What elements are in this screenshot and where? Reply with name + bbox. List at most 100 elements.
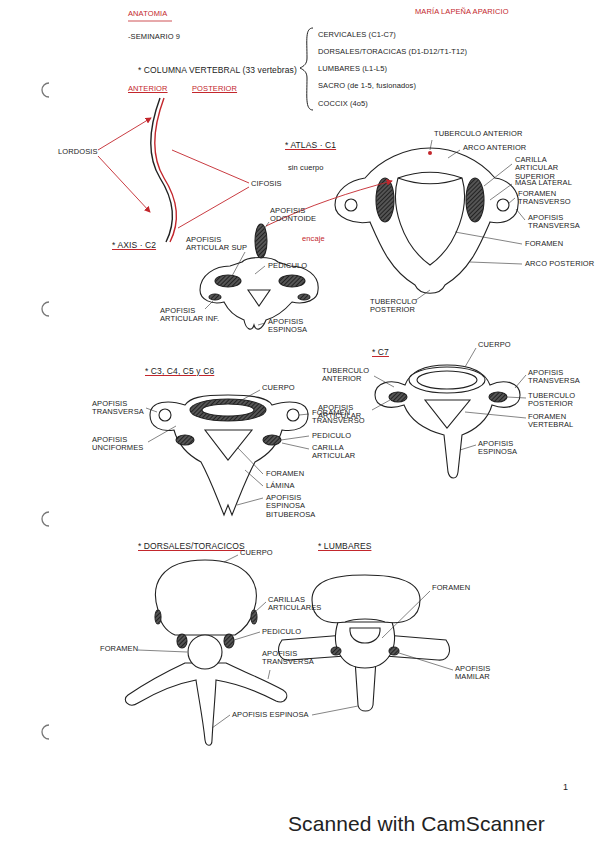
drawing-stroke xyxy=(263,435,281,445)
part-label: ARCO POSTERIOR xyxy=(525,260,594,268)
drawing-stroke xyxy=(300,28,313,110)
drawing-stroke xyxy=(258,323,265,325)
part-label: APOFISIS ARTICULAR SUP xyxy=(186,236,248,253)
part-label: CUERPO xyxy=(240,549,273,557)
drawing-stroke xyxy=(215,275,241,287)
drawing-stroke xyxy=(146,408,157,412)
drawing-stroke xyxy=(224,634,234,648)
section-heading: * C7 xyxy=(372,348,389,358)
page-number: 1 xyxy=(563,782,568,792)
part-label: POSTERIOR xyxy=(192,85,237,93)
part-label: TUBERCULO ANTERIOR xyxy=(322,367,374,384)
drawing-stroke xyxy=(335,148,518,293)
section-heading: * LUMBARES xyxy=(318,542,371,552)
drawing-stroke xyxy=(138,650,187,652)
page-title: ANATOMIA xyxy=(128,10,167,18)
drawing-stroke xyxy=(240,390,260,401)
section-heading: * ATLAS · C1 xyxy=(285,141,336,151)
atlas-vertebra xyxy=(335,148,518,293)
drawing-stroke xyxy=(389,392,407,402)
drawing-stroke xyxy=(516,209,525,220)
part-label: APOFISIS TRANSVERSA xyxy=(92,400,144,417)
drawing-stroke xyxy=(298,294,310,300)
drawing-stroke xyxy=(178,187,249,228)
part-label: CUERPO xyxy=(478,341,511,349)
drawing-stroke xyxy=(515,375,526,388)
drawing-stroke xyxy=(238,448,263,474)
drawing-stroke xyxy=(287,409,299,421)
drawing-stroke xyxy=(281,436,309,440)
drawing-stroke xyxy=(155,610,161,624)
drawing-stroke xyxy=(448,150,460,158)
part-label: encaje xyxy=(302,235,325,243)
drawing-stroke xyxy=(312,575,420,623)
drawing-stroke xyxy=(255,266,265,274)
part-label: PEDICULO xyxy=(312,432,351,440)
drawing-stroke xyxy=(255,602,266,612)
section-heading: * COLUMNA VERTEBRAL (33 vertebras) xyxy=(138,66,297,76)
drawing-stroke xyxy=(282,443,309,449)
drawing-stroke xyxy=(42,302,49,316)
drawing-stroke xyxy=(98,118,151,150)
part-label: CARILLAS ARTICULARES xyxy=(268,596,338,613)
part-label: SACRO (de 1-5, fusionados) xyxy=(318,82,416,90)
drawing-stroke xyxy=(460,445,476,450)
drawing-stroke xyxy=(266,181,392,226)
part-label: APOFISIS ESPINOSA xyxy=(478,440,533,457)
part-label: APOFISIS TRANSVERSA xyxy=(528,214,588,231)
drawing-stroke xyxy=(399,653,453,670)
drawing-stroke xyxy=(128,21,172,22)
drawing-stroke xyxy=(209,294,221,300)
part-label: ARCO ANTERIOR xyxy=(463,144,526,152)
drawing-stroke xyxy=(188,635,222,669)
binder-marks xyxy=(42,83,49,739)
drawing-stroke xyxy=(155,560,256,635)
section-heading: * AXIS · C2 xyxy=(112,241,156,251)
part-label: APOFISIS ARTICULAR xyxy=(318,404,370,421)
drawing-stroke xyxy=(279,275,305,287)
part-label: TUBERCULO POSTERIOR xyxy=(370,298,416,315)
drawing-stroke xyxy=(224,555,238,562)
part-label: MASA LATERAL xyxy=(515,179,572,187)
drawing-stroke xyxy=(268,670,270,679)
part-label: FORAMEN xyxy=(266,470,304,478)
part-label: ANTERIOR xyxy=(128,85,168,93)
drawing-stroke xyxy=(409,367,485,393)
part-label: APOFISIS MAMILAR xyxy=(455,665,510,682)
drawing-stroke xyxy=(151,98,172,242)
drawing-stroke xyxy=(465,348,476,367)
drawing-stroke xyxy=(398,178,462,184)
drawing-stroke xyxy=(234,632,260,640)
drawing-stroke xyxy=(350,628,380,643)
part-label: APOFISIS ESPINOSA xyxy=(268,318,320,335)
drawing-stroke xyxy=(497,199,509,211)
drawing-stroke xyxy=(382,591,430,638)
curvature-pointers xyxy=(98,118,249,228)
drawing-stroke xyxy=(428,151,432,155)
drawing-stroke xyxy=(255,224,267,258)
drawing-stroke xyxy=(372,400,390,410)
drawing-stroke xyxy=(177,634,187,648)
drawing-stroke xyxy=(251,610,257,624)
drawing-stroke xyxy=(374,376,394,387)
part-label: sin cuerpo xyxy=(288,164,324,172)
part-label: FORAMEN xyxy=(100,645,138,653)
drawing-stroke xyxy=(299,414,309,415)
drawing-stroke xyxy=(172,150,249,183)
drawing-stroke xyxy=(212,715,230,728)
watermark: Scanned with CamScanner xyxy=(288,812,545,836)
drawing-stroke xyxy=(425,400,470,428)
drawing-stroke xyxy=(205,301,213,309)
drawing-stroke xyxy=(42,83,49,97)
drawing-stroke xyxy=(245,470,263,486)
drawing-stroke xyxy=(155,98,176,242)
drawing-stroke xyxy=(148,426,176,442)
part-label: MARÍA LAPEÑA APARICIO xyxy=(415,8,509,16)
drawing-stroke xyxy=(375,365,520,478)
part-label: LUMBARES (L1-L5) xyxy=(318,65,387,73)
section-heading: * DORSALES/TORACICOS xyxy=(138,542,245,552)
drawing-stroke xyxy=(484,164,512,186)
drawing-stroke xyxy=(416,290,430,300)
